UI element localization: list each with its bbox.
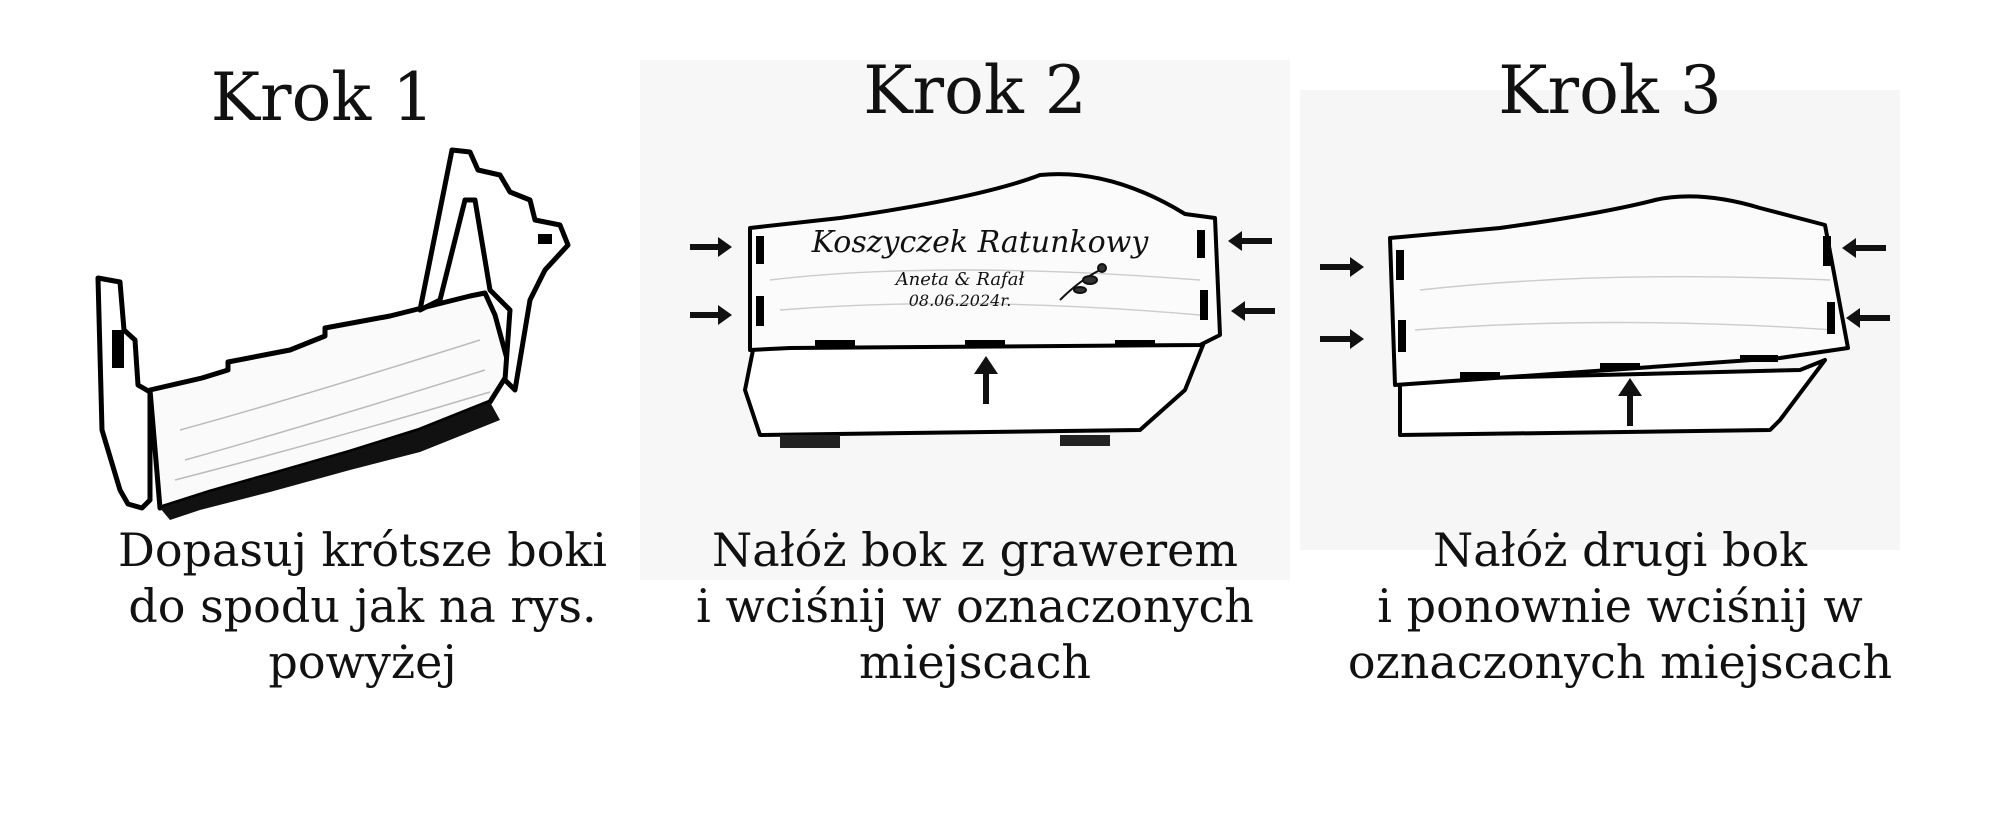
step-2-caption: Nałóż bok z grawerem i wciśnij w oznaczo… bbox=[650, 522, 1300, 690]
slot-right-upper bbox=[1823, 236, 1831, 266]
slot-bottom-2 bbox=[1600, 363, 1640, 370]
second-panel bbox=[1390, 196, 1848, 385]
slot-right-upper bbox=[1197, 230, 1205, 258]
step-2-panel: Krok 2 Koszyczek Ratunkowy Aneta & Rafał… bbox=[640, 0, 1290, 720]
step-1-title: Krok 1 bbox=[50, 65, 595, 131]
box-feet bbox=[780, 435, 840, 448]
short-side-left bbox=[98, 278, 150, 508]
step-3-caption: Nałóż drugi bok i ponownie wciśnij w ozn… bbox=[1320, 522, 1920, 690]
slot-bottom-3 bbox=[1115, 340, 1155, 347]
step-3-panel: Krok 3 Nałóż drugi bbox=[1300, 0, 1900, 720]
slot-left-upper bbox=[756, 236, 764, 264]
box-body bbox=[745, 340, 1205, 435]
slot-left-lower bbox=[756, 296, 764, 326]
step-1-illustration bbox=[90, 130, 635, 520]
slot-left-upper bbox=[1396, 250, 1404, 280]
arrow-right-lower-icon bbox=[1231, 301, 1275, 321]
step-2-title: Krok 2 bbox=[650, 58, 1300, 124]
step-1-panel: Krok 1 Dopasuj krótsze boki do spodu jak… bbox=[90, 0, 635, 720]
step-3-illustration bbox=[1300, 130, 1900, 460]
slot-left-lower bbox=[1398, 320, 1406, 352]
box-feet-2 bbox=[1060, 435, 1110, 446]
slot-bottom-1 bbox=[1460, 372, 1500, 379]
side-slot-left bbox=[112, 330, 124, 368]
arrow-left-lower-icon bbox=[1320, 329, 1364, 349]
notch-right-1 bbox=[538, 234, 552, 244]
slot-bottom-2 bbox=[965, 340, 1005, 347]
arrow-left-upper-icon bbox=[690, 237, 732, 257]
slot-bottom-1 bbox=[815, 340, 855, 347]
arrow-right-upper-icon bbox=[1842, 238, 1886, 258]
arrow-right-lower-icon bbox=[1846, 308, 1890, 328]
bottom-panel bbox=[150, 293, 510, 508]
step-1-caption: Dopasuj krótsze boki do spodu jak na rys… bbox=[90, 522, 635, 690]
arrow-left-upper-icon bbox=[1320, 257, 1364, 277]
step-3-title: Krok 3 bbox=[1310, 58, 1910, 124]
slot-right-lower bbox=[1827, 302, 1835, 334]
slot-right-lower bbox=[1200, 290, 1208, 320]
arrow-right-upper-icon bbox=[1228, 231, 1272, 251]
engraving-name: Koszyczek Ratunkowy bbox=[811, 225, 1150, 260]
engraved-panel bbox=[750, 174, 1220, 350]
engraving-date: 08.06.2024r. bbox=[909, 291, 1012, 310]
step-2-illustration: Koszyczek Ratunkowy Aneta & Rafał 08.06.… bbox=[640, 130, 1290, 460]
engraving-couple: Aneta & Rafał bbox=[894, 269, 1025, 290]
slot-bottom-3 bbox=[1740, 355, 1778, 362]
arrow-left-lower-icon bbox=[690, 305, 732, 325]
